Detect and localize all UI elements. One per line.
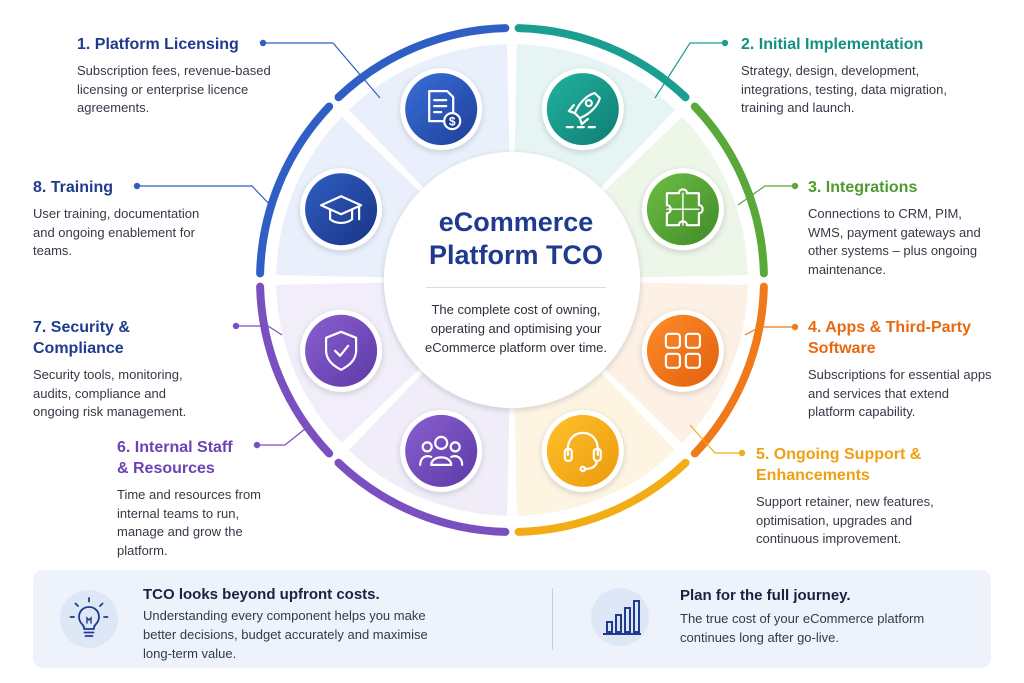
segment-6-title: 6. Internal Staff & Resources [117, 437, 287, 479]
segment-7-block: 7. Security & Compliance Security tools,… [33, 317, 208, 422]
ring-internal-staff [334, 458, 510, 536]
segment-5-title-line1: 5. Ongoing Support & [756, 446, 922, 463]
ring-security-compliance [256, 282, 334, 458]
connector-initial-implementation [654, 39, 729, 99]
segment-4-block: 4. Apps & Third-Party Software Subscript… [808, 317, 998, 422]
connector-internal-staff [253, 424, 311, 449]
segment-4-title-line1: 4. Apps & Third-Party [808, 319, 971, 336]
bar-chart-icon [591, 588, 649, 646]
segment-6-block: 6. Internal Staff & Resources Time and r… [117, 437, 287, 560]
headset-icon [541, 409, 624, 492]
ring-integrations [690, 102, 768, 278]
segment-1-description: Subscription fees, revenue-based licensi… [77, 63, 271, 115]
segment-8-description: User training, documentation and ongoing… [33, 206, 200, 258]
ring-initial-implementation [514, 24, 690, 102]
banner-right-title: Plan for the full journey. [680, 587, 851, 604]
connector-platform-licensing [259, 39, 381, 99]
connector-ongoing-support [689, 424, 746, 457]
rocket-icon [541, 68, 624, 151]
segment-8-block: 8. Training User training, documentation… [33, 177, 211, 261]
segment-4-title-line2: Software [808, 340, 876, 357]
segment-2-title: 2. Initial Implementation [741, 36, 924, 53]
document-dollar-icon: $ [400, 68, 483, 151]
segment-8-title: 8. Training [33, 179, 114, 196]
summary-banner [33, 570, 991, 668]
svg-text:$: $ [449, 115, 456, 129]
segment-6-description: Time and resources from internal teams t… [117, 487, 262, 558]
segment-7-description: Security tools, monitoring, audits, comp… [33, 367, 187, 419]
center-title: eCommerce Platform TCO [400, 206, 632, 272]
ring-training [256, 102, 334, 278]
segment-2-description: Strategy, design, development, integrati… [741, 63, 947, 115]
connector-training [133, 182, 273, 208]
puzzle-icon [641, 168, 724, 251]
segment-5-title-line2: Enhancements [756, 467, 870, 484]
lightbulb-icon [60, 590, 118, 648]
center-title-line1: eCommerce [438, 207, 594, 237]
graduation-cap-icon [300, 168, 383, 251]
segment-5-block: 5. Ongoing Support & Enhancements Suppor… [756, 444, 951, 549]
center-description: The complete cost of owning, operating a… [424, 302, 608, 355]
center-divider [426, 287, 606, 288]
segment-4-description: Subscriptions for essential apps and ser… [808, 367, 992, 419]
banner-left-text: Understanding every component helps you … [143, 608, 428, 661]
segment-7-title: 7. Security & Compliance [33, 319, 130, 357]
segment-4-title: 4. Apps & Third-Party Software [808, 317, 998, 359]
center-disk [384, 152, 640, 408]
segment-6-title-line1: 6. Internal Staff [117, 439, 233, 456]
connector-security-compliance [232, 322, 283, 336]
connector-integrations [737, 182, 799, 206]
center-title-line2: Platform TCO [428, 240, 603, 270]
segment-1-title: 1. Platform Licensing [77, 36, 239, 53]
banner-divider [552, 588, 553, 650]
segment-5-description: Support retainer, new features, optimisa… [756, 494, 934, 546]
segment-3-title: 3. Integrations [808, 179, 918, 196]
connector-apps-third-party [744, 323, 799, 336]
ring-platform-licensing [334, 24, 510, 102]
apps-grid-icon [641, 309, 724, 392]
segment-1-block: 1. Platform Licensing Subscription fees,… [77, 34, 277, 118]
ring-apps-third-party [690, 282, 768, 458]
team-icon [400, 409, 483, 492]
segment-6-title-line2: & Resources [117, 460, 215, 477]
ring-ongoing-support [514, 458, 690, 536]
banner-left-title: TCO looks beyond upfront costs. [143, 586, 380, 603]
shield-check-icon [300, 309, 383, 392]
segment-5-title: 5. Ongoing Support & Enhancements [756, 444, 951, 486]
banner-right-text: The true cost of your eCommerce platform… [680, 611, 925, 645]
segment-3-block: 3. Integrations Connections to CRM, PIM,… [808, 177, 983, 279]
segment-3-description: Connections to CRM, PIM, WMS, payment ga… [808, 206, 981, 277]
segment-2-block: 2. Initial Implementation Strategy, desi… [741, 34, 966, 118]
